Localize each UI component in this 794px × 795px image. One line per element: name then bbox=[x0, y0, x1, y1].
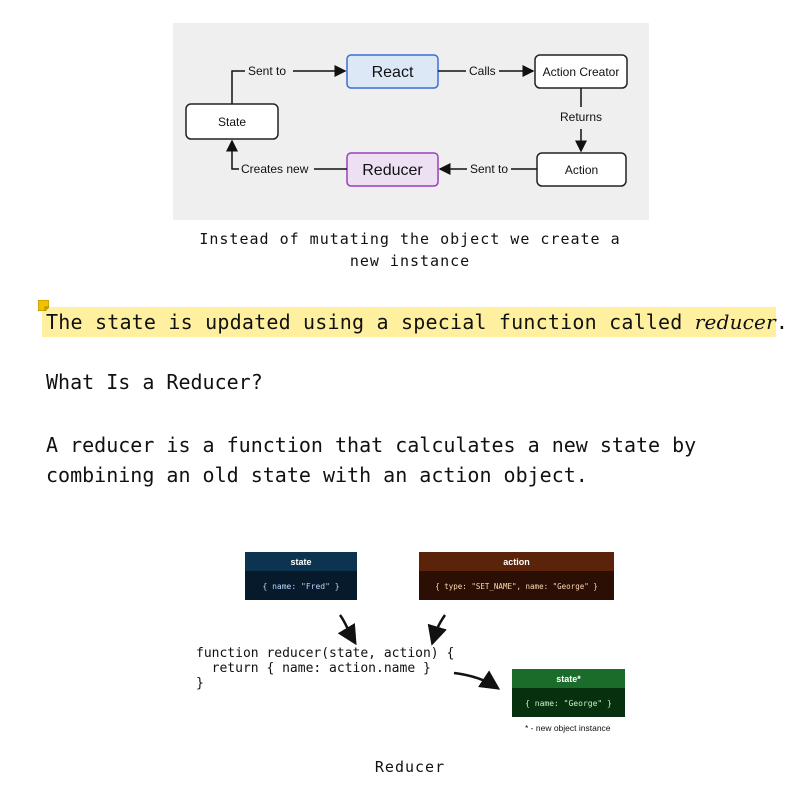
section-heading: What Is a Reducer? bbox=[46, 370, 263, 394]
new-state-card: state* { name: "George" } bbox=[512, 669, 625, 717]
action-arrow bbox=[427, 614, 447, 646]
state-arrow bbox=[337, 614, 357, 646]
figure-caption: Instead of mutating the object we create… bbox=[160, 228, 660, 272]
new-state-card-body: { name: "George" } bbox=[525, 699, 612, 708]
reducer-emphasis: reducer bbox=[694, 310, 776, 334]
reducer-caption: Reducer bbox=[374, 758, 446, 776]
text-highlight bbox=[42, 307, 776, 337]
edge-sent-to-react-label: Sent to bbox=[248, 64, 286, 78]
highlighted-text-end: . bbox=[775, 310, 789, 334]
edge-returns-label: Returns bbox=[560, 110, 602, 124]
state-card-body: { name: "Fred" } bbox=[262, 582, 339, 591]
node-react-label: React bbox=[372, 64, 414, 81]
edge-creates-arrow bbox=[226, 139, 239, 170]
reducer-definition-paragraph: A reducer is a function that calculates … bbox=[46, 430, 766, 490]
caption-line-2: new instance bbox=[349, 252, 471, 270]
edge-sent-to-reducer-label: Sent to bbox=[470, 162, 508, 176]
reducer-diagram: state { name: "Fred" } action { type: "S… bbox=[190, 545, 640, 745]
reducer-diagram-svg: state { name: "Fred" } action { type: "S… bbox=[196, 552, 625, 733]
edge-creates-new-label: Creates new bbox=[241, 162, 309, 176]
node-state-label: State bbox=[218, 115, 246, 129]
code-line-3: } bbox=[196, 676, 204, 691]
node-reducer-label: Reducer bbox=[362, 162, 423, 179]
code-line-1: function reducer(state, action) { bbox=[196, 646, 454, 661]
paragraph-line-1: A reducer is a function that calculates … bbox=[46, 433, 697, 457]
return-arrow bbox=[453, 670, 501, 690]
caption-line-1: Instead of mutating the object we create… bbox=[199, 230, 621, 248]
new-state-card-title: state* bbox=[556, 674, 581, 684]
action-card: action { type: "SET_NAME", name: "George… bbox=[419, 552, 614, 600]
edge-state-to-react bbox=[231, 70, 245, 104]
node-action-creator-label: Action Creator bbox=[543, 65, 620, 79]
state-card: state { name: "Fred" } bbox=[245, 552, 357, 600]
flow-diagram-svg: State React Action Creator Action Reduce… bbox=[185, 54, 628, 187]
action-card-title: action bbox=[503, 557, 530, 567]
paragraph-line-2: combining an old state with an action ob… bbox=[46, 463, 588, 487]
highlighted-paragraph: The state is updated using a special fun… bbox=[46, 308, 788, 336]
edge-calls-label: Calls bbox=[469, 64, 496, 78]
code-line-2: return { name: action.name } bbox=[196, 661, 431, 676]
node-action-label: Action bbox=[565, 163, 598, 177]
highlighted-text: The state is updated using a special fun… bbox=[46, 310, 695, 334]
comment-note-icon[interactable] bbox=[38, 300, 49, 311]
state-card-title: state bbox=[290, 557, 311, 567]
action-card-body: { type: "SET_NAME", name: "George" } bbox=[435, 582, 598, 591]
new-instance-footnote: * - new object instance bbox=[525, 723, 611, 733]
state-flow-diagram: State React Action Creator Action Reduce… bbox=[173, 23, 649, 220]
